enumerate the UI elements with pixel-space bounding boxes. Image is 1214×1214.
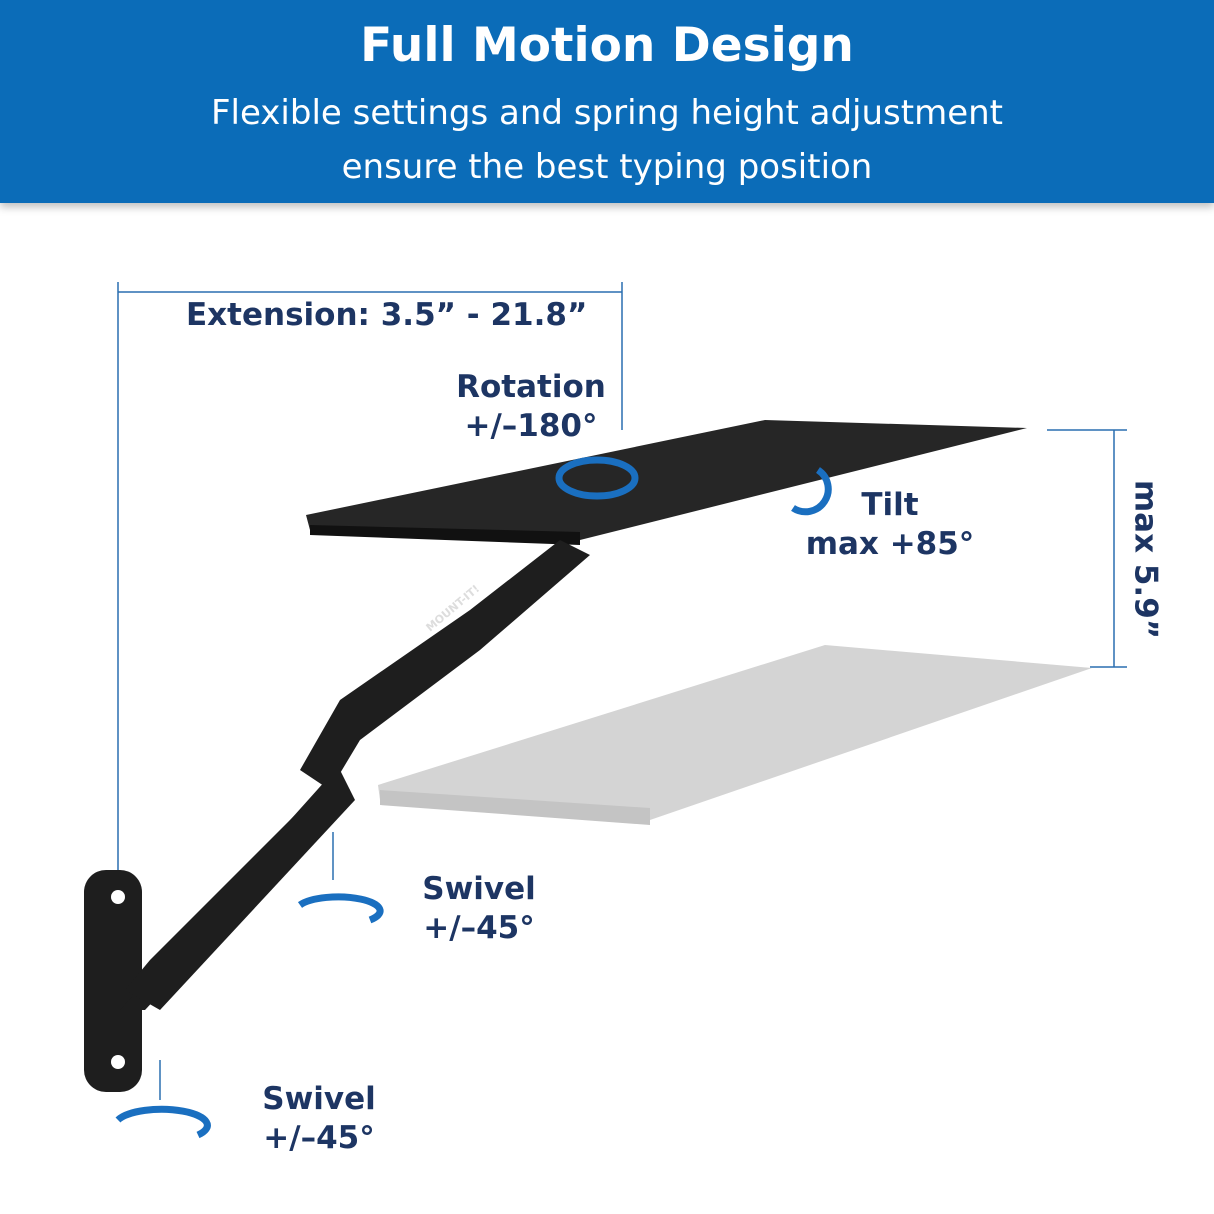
subtitle-line-1: Flexible settings and spring height adju… <box>210 93 1004 133</box>
rotation-label: Rotation +/–180° <box>450 368 612 446</box>
swivel-upper-label: Swivel +/–45° <box>414 870 544 948</box>
rotation-arrow-icon <box>555 456 639 500</box>
swivel-lower-title: Swivel <box>262 1081 376 1117</box>
rotation-title: Rotation <box>456 369 606 405</box>
rotation-value: +/–180° <box>464 408 598 444</box>
ghost-tray <box>378 645 1092 825</box>
subtitle-line-2: ensure the best typing position <box>341 147 873 187</box>
tilt-label: Tilt max +85° <box>800 486 980 564</box>
keyboard-tray <box>306 420 1027 545</box>
height-label: max 5.9” <box>1127 479 1164 640</box>
swivel-lower-value: +/–45° <box>263 1120 375 1156</box>
rotation-arrows <box>115 456 832 1139</box>
extension-label: Extension: 3.5” - 21.8” <box>186 297 588 333</box>
subtitle: Flexible settings and spring height adju… <box>0 86 1214 194</box>
swivel-upper-value: +/–45° <box>423 910 535 946</box>
swivel-lower-arrow-icon <box>115 1105 211 1139</box>
tilt-arrow-icon <box>791 467 832 516</box>
swivel-lower-label: Swivel +/–45° <box>254 1080 384 1158</box>
swivel-upper-title: Swivel <box>422 871 536 907</box>
page-title: Full Motion Design <box>360 18 854 73</box>
swivel-upper-arrow-icon <box>297 893 384 924</box>
tilt-title: Tilt <box>861 487 919 523</box>
header-banner: Full Motion Design Flexible settings and… <box>0 0 1214 203</box>
tilt-value: max +85° <box>805 526 975 562</box>
arm <box>84 540 590 1092</box>
